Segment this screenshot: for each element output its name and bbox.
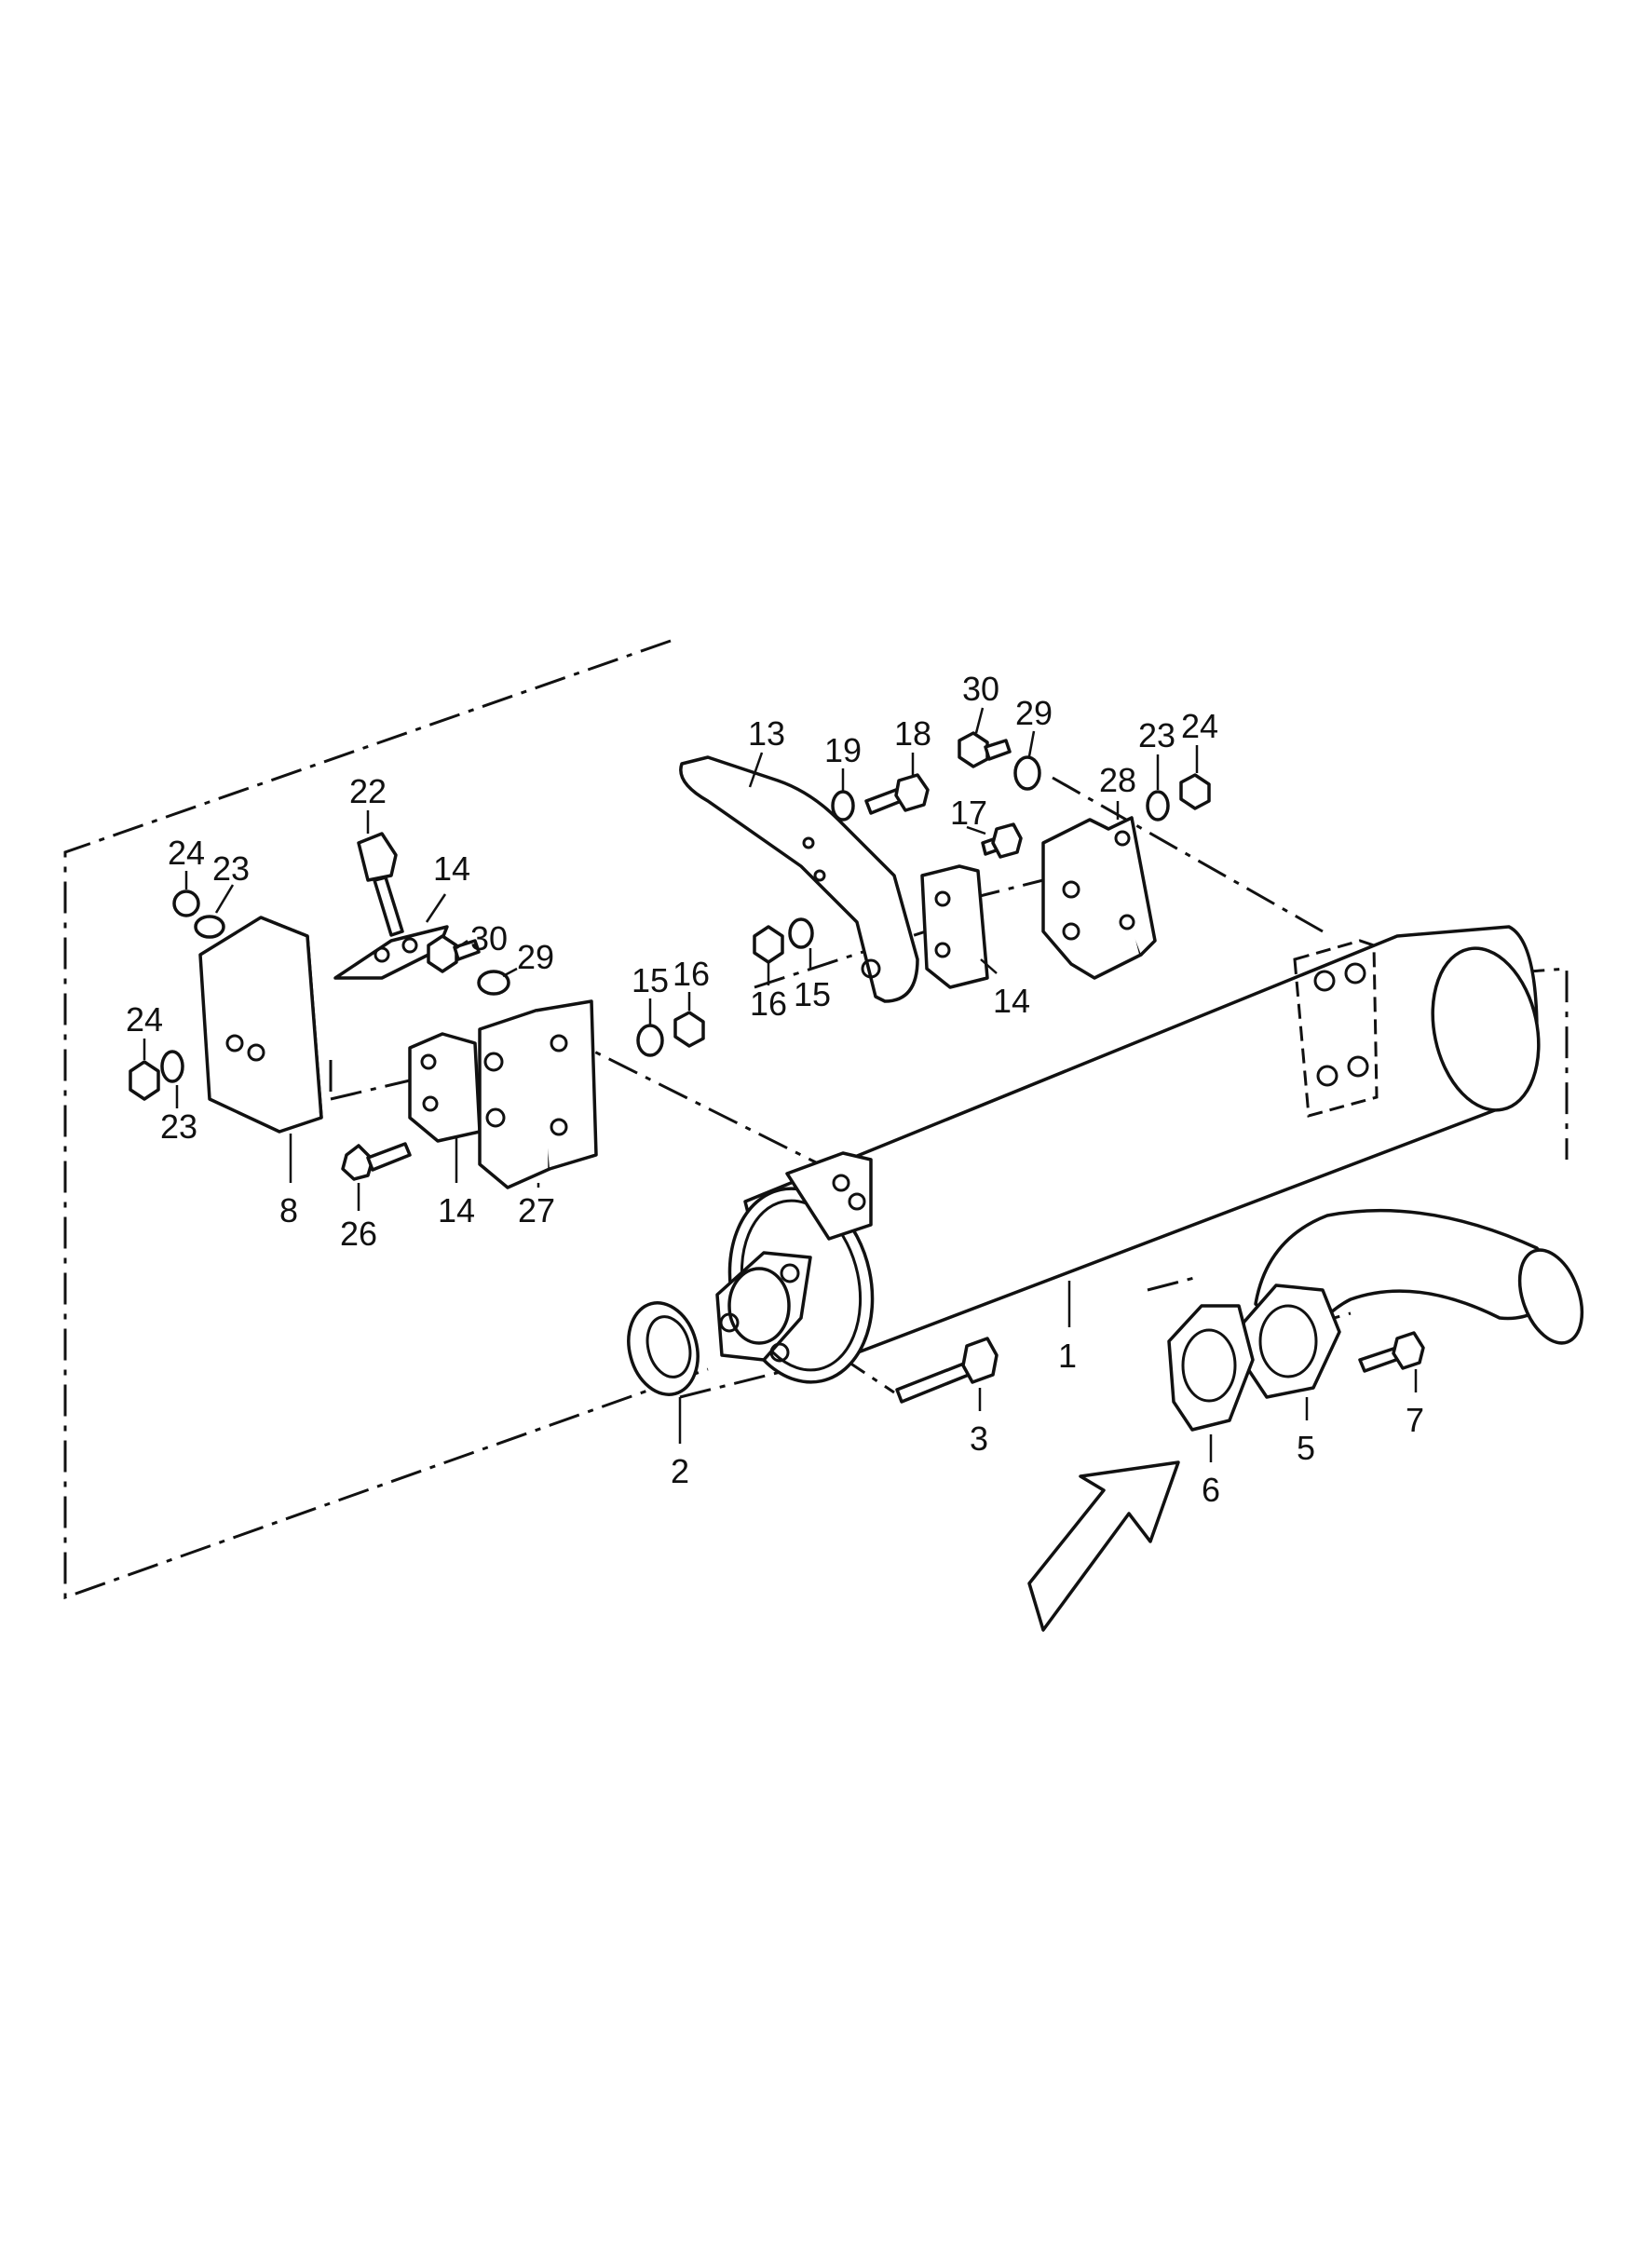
label-part-5: 5: [1297, 1429, 1315, 1467]
label-part-24-right: 24: [1181, 707, 1218, 745]
label-part-29-left: 29: [517, 938, 554, 976]
label-part-23-right: 23: [1138, 716, 1175, 754]
label-part-2: 2: [671, 1452, 689, 1490]
label-part-27: 27: [518, 1191, 555, 1229]
label-part-30-right: 30: [962, 670, 999, 708]
flange-gasket: [1167, 1304, 1255, 1432]
washer-nut-23-24-right: [1146, 773, 1211, 822]
bracket-27: [478, 999, 598, 1189]
muffler: [715, 925, 1541, 1384]
assembly-boundary: [63, 639, 1569, 1600]
label-part-17: 17: [950, 794, 987, 832]
label-part-18: 18: [894, 714, 931, 753]
gasket-ring: [627, 1301, 700, 1396]
rubber-mount-left: [408, 1032, 482, 1143]
label-part-24-side: 24: [126, 1000, 163, 1039]
label-part-24-top: 24: [168, 834, 205, 872]
bracket-13: [679, 755, 919, 1003]
label-part-1: 1: [1058, 1337, 1077, 1375]
bracket-28: [1041, 816, 1157, 980]
bolt-22: [357, 832, 404, 937]
bolt-18: [864, 773, 930, 815]
rubber-mount-right: [920, 864, 989, 989]
small-bolt: [1358, 1331, 1425, 1373]
label-part-14-right: 14: [993, 982, 1030, 1020]
nut-washer-16-15-right: [753, 917, 814, 964]
label-part-15-left: 15: [632, 961, 669, 999]
bolt-17: [981, 822, 1023, 859]
label-part-23-top: 23: [212, 849, 250, 888]
label-part-14-left: 14: [438, 1191, 475, 1229]
label-part-13: 13: [748, 714, 785, 753]
label-part-30-left: 30: [470, 919, 508, 957]
bolt-26: [341, 1142, 412, 1181]
leader-lines: [143, 707, 1418, 1462]
washer-19: [831, 790, 855, 822]
tail-pipe: [1242, 1208, 1584, 1399]
label-part-8: 8: [279, 1191, 298, 1229]
bolt-washer-30-29-left: [427, 934, 510, 996]
bolt-washer-30-29-right: [958, 731, 1041, 791]
label-part-16-right: 16: [750, 985, 787, 1023]
label-part-28: 28: [1099, 761, 1136, 799]
label-part-3: 3: [970, 1419, 988, 1458]
label-part-23-side: 23: [160, 1107, 197, 1146]
label-part-14-upper: 14: [433, 849, 470, 888]
long-bolt: [895, 1337, 999, 1404]
bracket-left: [198, 916, 323, 1134]
label-part-6: 6: [1202, 1471, 1220, 1509]
label-part-26: 26: [340, 1215, 377, 1253]
indicator-arrow: [1027, 1460, 1180, 1632]
label-part-7: 7: [1406, 1401, 1424, 1439]
washer-nut-15-16-left: [636, 1011, 705, 1057]
nut-washer-left-side: [129, 1050, 184, 1101]
nut-washer-left-top: [172, 890, 225, 939]
label-part-19: 19: [824, 731, 862, 769]
part-labels: 1 2 3 5 6 7 8 13 14 14 14 15 15 16 16 17…: [126, 670, 1424, 1509]
label-part-16-left: 16: [673, 955, 710, 993]
label-part-15-right: 15: [794, 975, 831, 1013]
label-part-29-right: 29: [1015, 694, 1053, 732]
label-part-22: 22: [349, 772, 387, 810]
